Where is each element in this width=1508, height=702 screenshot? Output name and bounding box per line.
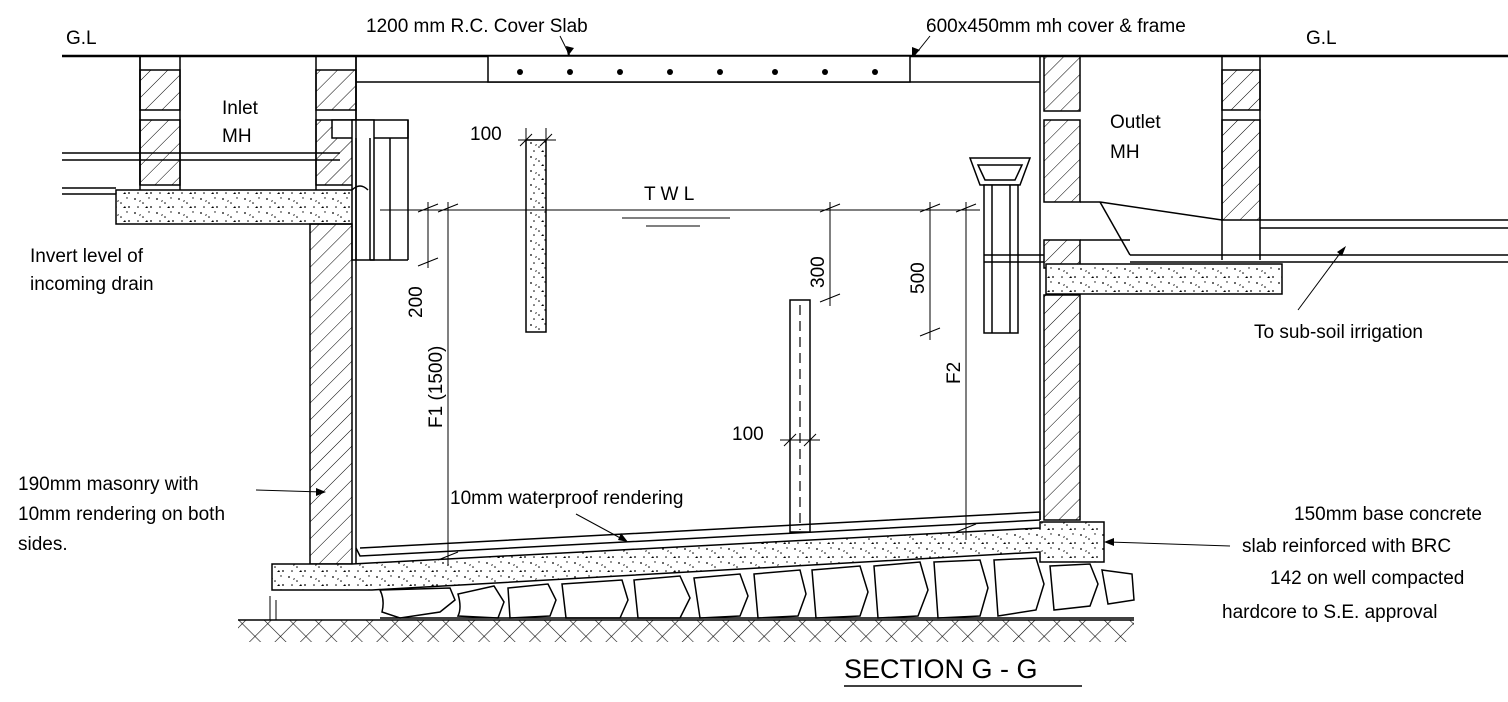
hardcore-layer [378,557,1135,619]
dimension-lines [417,128,977,566]
inlet-slab [115,189,363,225]
inlet-mh-label-line2: MH [222,126,252,147]
invert-level-label-line2: incoming drain [30,274,154,295]
masonry-label-line3: sides. [18,534,68,555]
top-baffle-wall [525,139,547,333]
ground-level-left-label: G.L [66,28,97,49]
outlet-mh-label-line2: MH [1110,142,1140,163]
natural-ground [238,596,1134,642]
dim-200-label: 200 [406,286,427,318]
outlet-pipe [1080,201,1508,263]
base-concrete-slab [271,521,1105,591]
outlet-manhole [1221,56,1261,260]
cover-slab-label: 1200 mm R.C. Cover Slab [366,16,588,37]
waterproof-rendering-label: 10mm waterproof rendering [450,488,683,509]
dim-100-bottom-label: 100 [732,424,764,445]
masonry-label-line1: 190mm masonry with [18,474,199,495]
dim-300-label: 300 [808,256,829,288]
section-title: SECTION G - G [844,654,1038,684]
base-concrete-label-line1: 150mm base concrete [1294,504,1482,525]
dim-f1-label: F1 (1500) [426,346,447,428]
masonry-label-line2: 10mm rendering on both [18,504,225,525]
sub-soil-irrigation-label: To sub-soil irrigation [1254,322,1423,343]
tank-floor-rendering [355,511,1041,557]
base-concrete-label-line3: 142 on well compacted [1270,568,1464,589]
ground-level-right-label: G.L [1306,28,1337,49]
dim-100-top-label: 100 [470,124,502,145]
incoming-drain-pipe [62,152,340,195]
outlet-mh-label-line1: Outlet [1110,112,1161,133]
lower-dividing-wall [789,299,811,533]
base-concrete-label-line4: hardcore to S.E. approval [1222,602,1437,623]
leader-lines [255,35,1346,547]
outlet-slab [1045,263,1283,295]
dim-500-label: 500 [908,262,929,294]
invert-level-label-line1: Invert level of [30,246,144,267]
twl-label: T W L [644,184,694,205]
tank-left-wall [309,56,357,565]
outlet-tee-pipe [968,157,1044,334]
cover-slab [356,55,1040,83]
dim-f2-label: F2 [944,362,965,384]
inlet-manhole [139,56,357,190]
manhole-cover-label: 600x450mm mh cover & frame [926,16,1186,37]
top-water-level [380,209,980,227]
inlet-mh-label-line1: Inlet [222,98,259,119]
base-concrete-label-line2: slab reinforced with BRC [1242,536,1451,557]
